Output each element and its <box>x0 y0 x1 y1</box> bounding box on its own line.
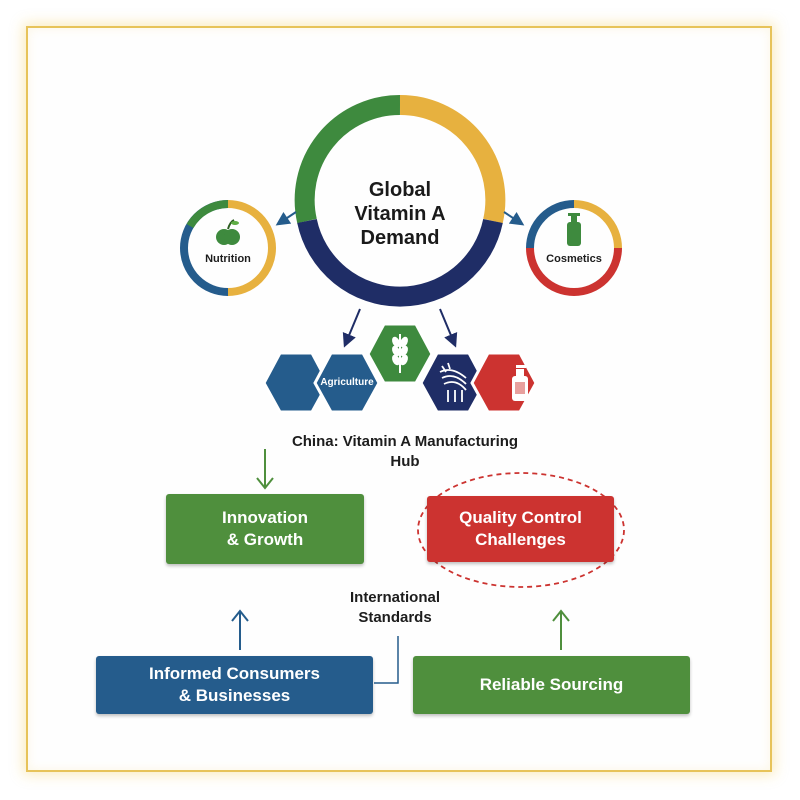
arrow-hub-to-innovation <box>256 449 274 490</box>
arrow-consumers-to-innovation <box>231 609 249 650</box>
manufacturing-hub-label: China: Vitamin A Manufacturing Hub <box>291 433 519 470</box>
nutrition-label: Nutrition <box>205 253 251 265</box>
ring-segment-gold <box>399 94 506 224</box>
diagram-frame <box>26 26 772 772</box>
reliable-sourcing-text: Reliable Sourcing <box>479 675 624 694</box>
ring-segment-navy <box>297 218 503 307</box>
bottle-icon <box>512 365 528 401</box>
quality-control-text: Quality Control Challenges <box>459 508 582 549</box>
arrow-to-nutrition <box>275 211 297 226</box>
innovation-growth-text: Innovation & Growth <box>222 508 308 549</box>
innovation-growth-box: Innovation & Growth <box>166 494 364 564</box>
hexagon-agriculture <box>313 351 381 414</box>
agriculture-label: Agriculture <box>320 377 374 388</box>
wheat-icon <box>392 334 408 373</box>
ring-segment-green <box>294 94 401 224</box>
nutrition-ring <box>180 200 276 296</box>
cosmetics-label: Cosmetics <box>546 253 602 265</box>
informed-consumers-text: Informed Consumers & Businesses <box>149 664 320 705</box>
arrow-sourcing-to-quality <box>552 609 570 650</box>
lotion-bottle-icon <box>567 213 581 246</box>
apple-icon <box>216 219 240 245</box>
cosmetics-ring <box>526 200 622 296</box>
reliable-sourcing-box: Reliable Sourcing <box>413 656 690 714</box>
hexagon-blue <box>262 351 330 414</box>
quality-control-box: Quality Control Challenges <box>427 496 614 562</box>
quality-highlight-ring <box>417 472 625 588</box>
connector-consumers-to-standards <box>374 636 399 684</box>
international-standards-label: International Standards <box>349 589 440 626</box>
arrow-to-industry <box>439 308 458 348</box>
informed-consumers-box: Informed Consumers & Businesses <box>96 656 373 714</box>
grain-sack-icon <box>439 362 467 402</box>
global-demand-title: Global Vitamin A Demand <box>354 179 446 249</box>
arrow-to-agriculture <box>342 308 361 348</box>
demand-ring <box>294 94 506 307</box>
arrow-to-cosmetics <box>503 211 525 226</box>
